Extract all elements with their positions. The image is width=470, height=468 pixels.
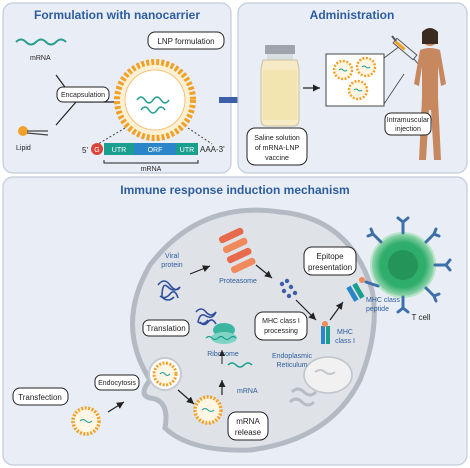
nascent-protein-icon bbox=[195, 308, 217, 326]
t-cell-icon bbox=[364, 216, 452, 314]
lipid-tail-icon bbox=[26, 130, 49, 136]
endocytosis-label: Endocytosis bbox=[98, 380, 136, 387]
epitope-box bbox=[303, 246, 357, 276]
syringe-icon bbox=[391, 35, 421, 67]
transfection-arrow bbox=[107, 401, 125, 413]
lnp-formulation-box bbox=[147, 31, 225, 50]
ribosome-label: Ribosome bbox=[207, 351, 239, 358]
lipid-head-icon bbox=[18, 126, 28, 136]
mrna-construct-label: mRNA bbox=[141, 166, 162, 173]
peptide-fragments-icon bbox=[279, 278, 298, 299]
lnp-endosome-icon bbox=[148, 357, 182, 391]
lnp-release-icon bbox=[193, 395, 223, 425]
orf-label: ORF bbox=[148, 147, 163, 154]
utr-left-label: UTR bbox=[112, 147, 126, 154]
er-line1: Endoplasmic bbox=[272, 353, 313, 360]
cytoplasm-mrna-icon bbox=[227, 362, 253, 368]
mrna-label: mRNA bbox=[30, 55, 51, 62]
proteasome-icon bbox=[218, 227, 256, 274]
vial-label-line3: vaccine bbox=[265, 155, 289, 162]
lnp-formulation-label: LNP formulation bbox=[157, 37, 214, 46]
protein-to-proteasome-arrow bbox=[189, 265, 211, 275]
viral-protein-line1: Viral bbox=[165, 253, 179, 260]
injection-label-line2: injection bbox=[395, 126, 421, 133]
proteasome-to-peptides-arrow bbox=[255, 264, 273, 279]
endosome-arrow bbox=[177, 389, 195, 405]
zoom-connector-lines bbox=[383, 45, 405, 105]
cap-icon bbox=[91, 143, 103, 155]
transfection-box bbox=[12, 387, 69, 406]
utr-left-segment bbox=[104, 143, 134, 155]
immune-title: Immune response induction mechanism bbox=[120, 183, 349, 197]
vial-label-line1: Saline solution bbox=[254, 135, 300, 142]
translation-label: Translation bbox=[146, 324, 185, 333]
lnp-particle-icon bbox=[114, 59, 196, 141]
lnp-outside-icon bbox=[71, 406, 101, 436]
construct-bracket bbox=[103, 160, 199, 164]
mhc-class-i-line2: class I bbox=[335, 338, 355, 345]
mrna-release-box bbox=[227, 411, 269, 441]
injection-label-box bbox=[384, 112, 432, 136]
injection-label-line1: Intramuscular bbox=[387, 117, 430, 124]
utr-right-segment bbox=[176, 143, 198, 155]
administration-title: Administration bbox=[310, 8, 395, 22]
mhc-class-i-line1: MHC bbox=[337, 329, 353, 336]
endocytosis-box bbox=[94, 374, 140, 391]
t-cell-label: T cell bbox=[412, 313, 431, 322]
epitope-line1: Epitope bbox=[316, 252, 344, 261]
five-prime-label: 5' bbox=[82, 146, 88, 155]
mhc-class-i-icon bbox=[321, 321, 330, 344]
mrna-release-line1: mRNA bbox=[236, 417, 260, 426]
proteasome-label: Proteasome bbox=[219, 278, 257, 285]
lnp-cluster-icon bbox=[332, 56, 377, 101]
formulation-title: Formulation with nanocarrier bbox=[34, 8, 200, 22]
utr-right-label: UTR bbox=[180, 147, 194, 154]
zoom-lines bbox=[97, 127, 213, 145]
cap-label: G bbox=[94, 147, 99, 154]
mrna-release-line2: release bbox=[235, 428, 262, 437]
mhc-processing-line1: MHC class I bbox=[262, 318, 300, 325]
vial-icon bbox=[260, 45, 300, 127]
encapsulation-label: Encapsulation bbox=[61, 92, 105, 99]
mrna-strand-icon bbox=[15, 38, 67, 46]
viral-protein-icon bbox=[157, 280, 181, 301]
mrna-cytoplasm-label: mRNA bbox=[237, 388, 258, 395]
epitope-line2: presentation bbox=[308, 263, 352, 272]
surface-mhc-icon bbox=[346, 277, 365, 302]
mhc-peptide-line1: MHC class I bbox=[366, 297, 404, 304]
vial-label-line2: of mRNA-LNP bbox=[255, 145, 300, 152]
er-line2: Reticulum bbox=[276, 362, 307, 369]
orf-segment bbox=[134, 143, 176, 155]
viral-protein-line2: protein bbox=[161, 262, 183, 269]
translation-box bbox=[142, 319, 190, 337]
mhc-processing-line2: processing bbox=[264, 328, 298, 335]
endoplasmic-reticulum-icon bbox=[288, 356, 353, 407]
mhc-processing-box bbox=[254, 311, 308, 341]
peptides-to-er-arrow bbox=[295, 299, 317, 321]
vial-label-box bbox=[246, 127, 308, 166]
transfection-label: Transfection bbox=[18, 393, 62, 402]
er-to-surface-arrow bbox=[329, 301, 344, 321]
mhc-peptide-line2: peptide bbox=[366, 306, 389, 313]
lipid-label: Lipid bbox=[16, 145, 31, 152]
polya-label: AAA-3' bbox=[200, 145, 225, 154]
ribosome-icon bbox=[205, 323, 237, 344]
encapsulation-box bbox=[56, 86, 110, 103]
